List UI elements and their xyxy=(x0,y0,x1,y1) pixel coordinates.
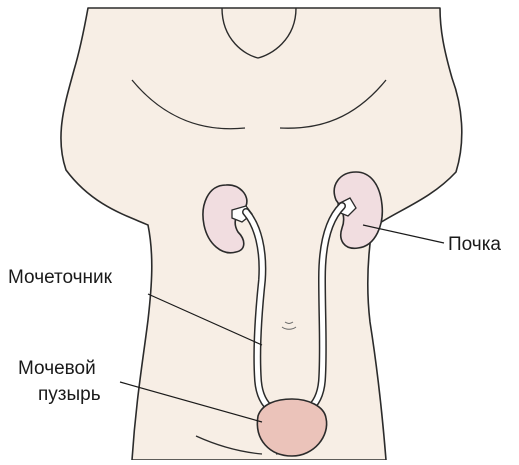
label-kidney: Почка xyxy=(448,234,501,255)
bladder xyxy=(257,399,326,456)
label-bladder-line2: пузырь xyxy=(38,384,101,405)
label-bladder-line1: Мочевой xyxy=(18,358,96,379)
label-ureter: Мочеточник xyxy=(8,267,113,288)
